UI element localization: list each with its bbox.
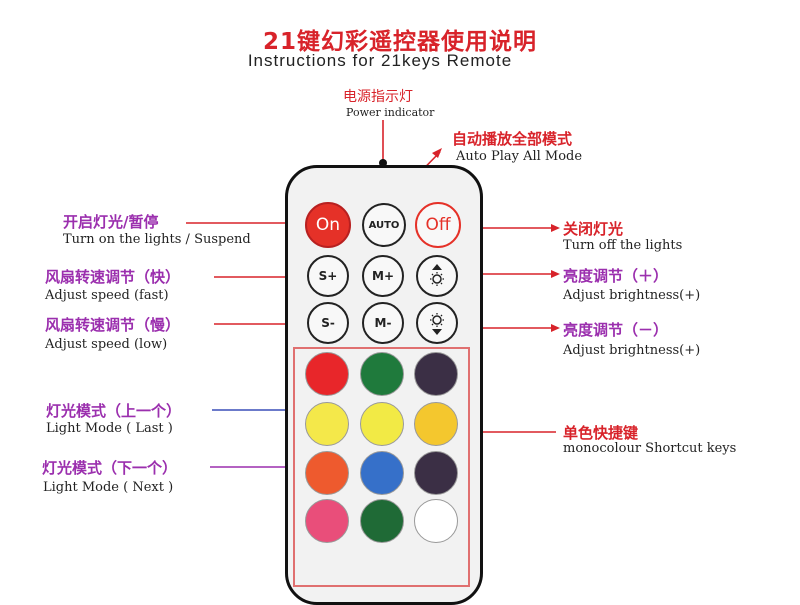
brightness-down-icon <box>430 313 444 335</box>
color-key-7[interactable] <box>305 451 349 495</box>
label-speed-fast-cn: 风扇转速调节（快） <box>45 268 181 286</box>
arrow-bright-down <box>551 324 560 332</box>
label-bright-up-en: Adjust brightness(+) <box>563 288 701 303</box>
color-key-3[interactable] <box>414 352 458 396</box>
off-button[interactable]: Off <box>415 202 461 248</box>
color-key-10[interactable] <box>305 499 349 543</box>
arrow-auto-play <box>432 148 442 158</box>
color-key-5[interactable] <box>360 402 404 446</box>
title-chinese: 21键幻彩遥控器使用说明 <box>262 29 537 55</box>
color-key-11[interactable] <box>360 499 404 543</box>
label-mode-next-en: Light Mode ( Next ) <box>43 480 174 495</box>
label-turn-on-cn: 开启灯光/暂停 <box>63 213 159 231</box>
monocolour-keys-panel <box>293 347 470 587</box>
power-indicator-led <box>379 159 387 167</box>
label-power-indicator-en: Power indicator <box>346 106 435 119</box>
label-mode-next-cn: 灯光模式（下一个） <box>42 459 178 477</box>
label-mode-last-cn: 灯光模式（上一个） <box>46 402 182 420</box>
label-speed-fast-en: Adjust speed (fast) <box>45 288 169 303</box>
brightness-up-button[interactable] <box>416 255 458 297</box>
color-key-4[interactable] <box>305 402 349 446</box>
label-bright-down-en: Adjust brightness(+) <box>563 343 701 358</box>
speed-down-button[interactable]: S- <box>307 302 349 344</box>
mode-up-button[interactable]: M+ <box>362 255 404 297</box>
color-key-6[interactable] <box>414 402 458 446</box>
on-button[interactable]: On <box>305 202 351 248</box>
mode-down-button[interactable]: M- <box>362 302 404 344</box>
label-bright-down-cn: 亮度调节（－） <box>563 321 669 339</box>
label-turn-off-en: Turn off the lights <box>563 238 683 253</box>
label-turn-on-en: Turn on the lights / Suspend <box>63 232 251 247</box>
label-bright-up-cn: 亮度调节（＋） <box>563 267 669 285</box>
arrow-turn-off <box>551 224 560 232</box>
label-monocolour-cn: 单色快捷键 <box>563 424 639 442</box>
brightness-up-icon <box>430 264 444 286</box>
color-key-9[interactable] <box>414 451 458 495</box>
label-monocolour-en: monocolour Shortcut keys <box>563 441 737 456</box>
arrow-bright-up <box>551 270 560 278</box>
title-english: Instructions for 21keys Remote <box>247 51 513 70</box>
label-auto-play-cn: 自动播放全部模式 <box>452 130 573 148</box>
label-speed-low-en: Adjust speed (low) <box>45 337 168 352</box>
label-speed-low-cn: 风扇转速调节（慢） <box>45 316 181 334</box>
color-key-12[interactable] <box>414 499 458 543</box>
label-turn-off-cn: 关闭灯光 <box>563 220 624 238</box>
brightness-down-button[interactable] <box>416 302 458 344</box>
auto-button[interactable]: AUTO <box>362 203 406 247</box>
color-key-2[interactable] <box>360 352 404 396</box>
color-key-1[interactable] <box>305 352 349 396</box>
color-key-8[interactable] <box>360 451 404 495</box>
speed-up-button[interactable]: S+ <box>307 255 349 297</box>
label-mode-last-en: Light Mode ( Last ) <box>46 421 173 436</box>
label-auto-play-en: Auto Play All Mode <box>456 149 583 164</box>
label-power-indicator-cn: 电源指示灯 <box>343 89 413 105</box>
